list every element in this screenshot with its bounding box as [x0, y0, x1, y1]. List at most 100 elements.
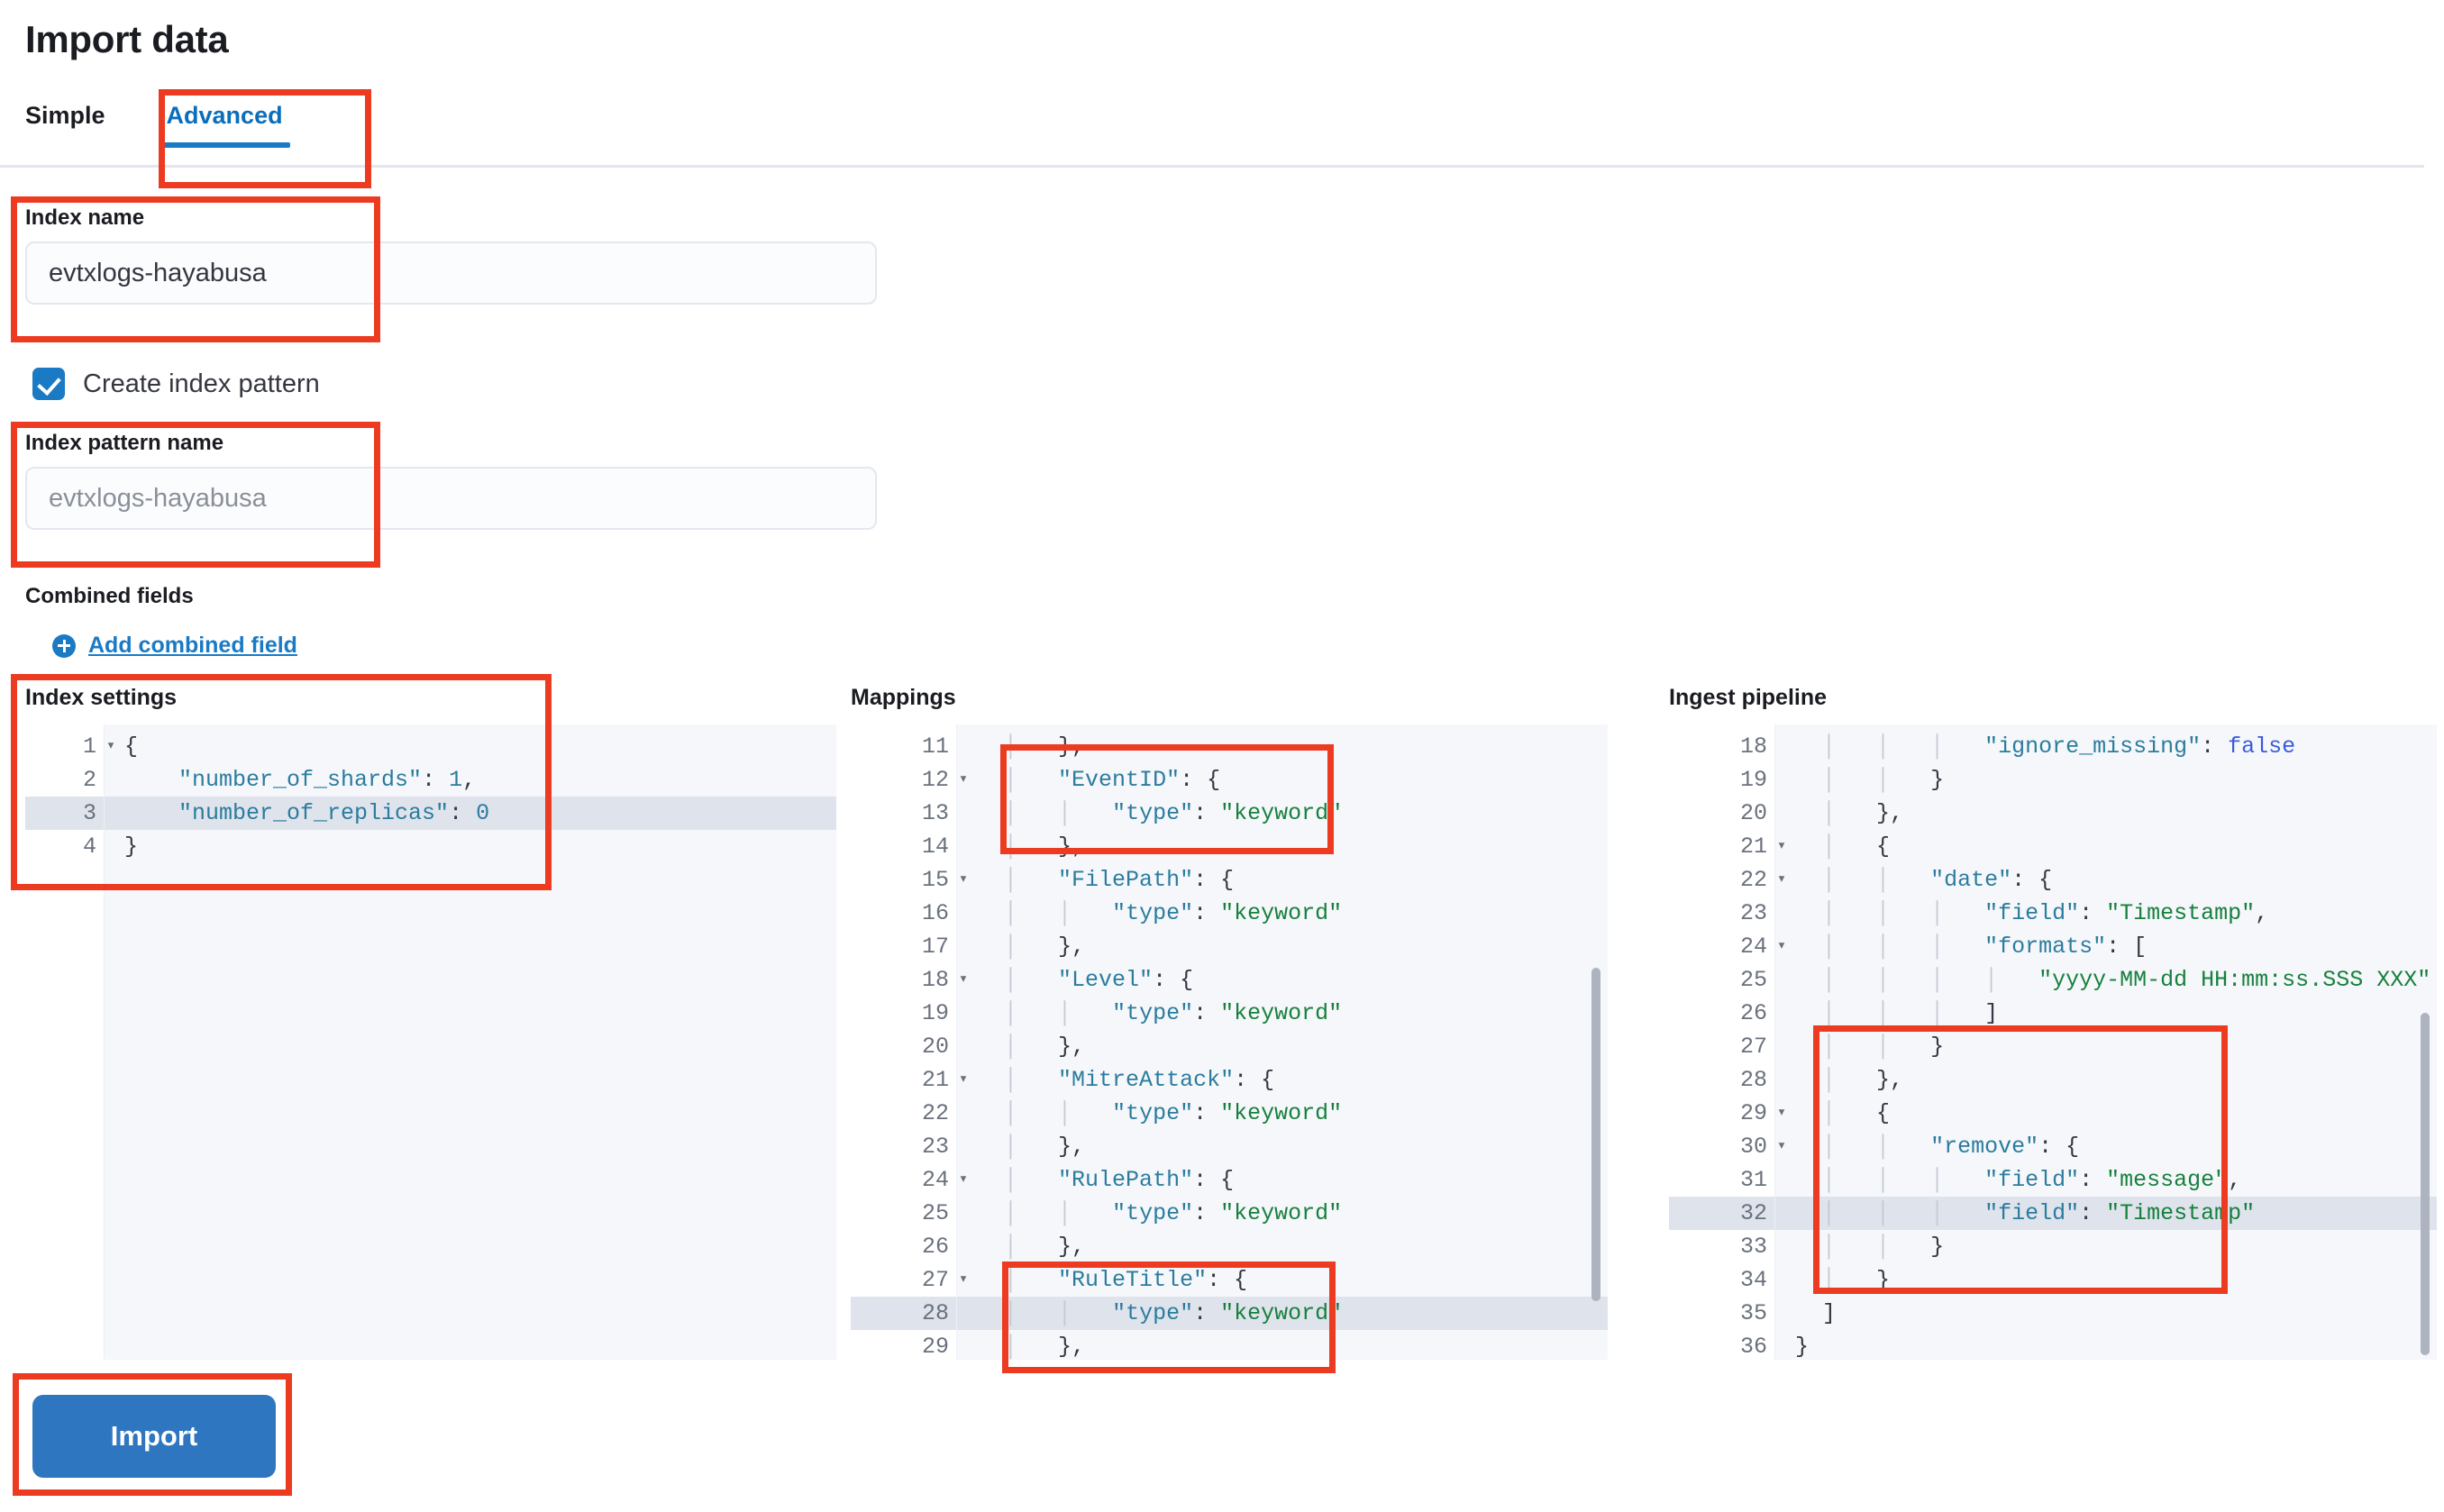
ingest-pipeline-scrollbar[interactable] [2421, 1013, 2430, 1355]
gutter-line-number: 17 [921, 934, 949, 960]
gutter-line-number: 20 [921, 1034, 949, 1060]
create-index-pattern-checkbox[interactable] [32, 368, 65, 400]
gutter-line-number: 18▾ [851, 963, 968, 997]
tab-simple[interactable]: Simple [25, 102, 105, 129]
gutter-line-number: 11 [921, 733, 949, 760]
create-index-pattern-row[interactable]: Create index pattern [32, 368, 320, 400]
active-line-gutter-highlight [851, 1297, 956, 1330]
combined-fields-label: Combined fields [25, 584, 194, 608]
code-line: │ │ │ "field": "Timestamp" [1822, 1200, 2256, 1226]
code-line: │ { [1822, 1100, 1891, 1126]
code-line: │ }, [1004, 1134, 1086, 1160]
code-line: │ "FilePath": { [1004, 867, 1235, 893]
gutter-line-number: 20 [1739, 800, 1767, 826]
gutter-line-number: 18 [1739, 733, 1767, 760]
gutter-line-number: 14 [921, 833, 949, 860]
add-combined-field-button[interactable]: Add combined field [52, 633, 297, 659]
gutter-line-number: 36 [1739, 1334, 1767, 1360]
gutter-line-number: 21▾ [1669, 830, 1786, 863]
code-line: ] [1795, 1300, 1837, 1326]
mappings-code[interactable]: │ }, │ "EventID": { │ │ "type": "keyword… [957, 724, 1608, 1360]
index-pattern-name-input[interactable] [25, 467, 877, 530]
create-index-pattern-label: Create index pattern [83, 369, 320, 398]
fold-arrow-icon[interactable]: ▾ [1776, 1138, 1787, 1155]
code-line: │ │ "type": "keyword" [1004, 1000, 1343, 1026]
gutter-line-number: 12▾ [851, 763, 968, 797]
index-name-label: Index name [25, 205, 145, 230]
code-line: │ }, [1004, 1034, 1086, 1060]
code-line: │ }, [1004, 1234, 1086, 1260]
fold-arrow-icon[interactable]: ▾ [958, 971, 969, 988]
gutter-line-number: 34 [1739, 1267, 1767, 1293]
code-line: │ │ │ "formats": [ [1822, 934, 2148, 960]
code-line: { [124, 733, 139, 760]
mappings-scrollbar[interactable] [1591, 968, 1600, 1301]
fold-arrow-icon[interactable]: ▾ [958, 871, 969, 888]
code-line: } [124, 833, 139, 860]
fold-arrow-icon[interactable]: ▾ [1776, 871, 1787, 888]
code-line: │ │ "type": "keyword" [1004, 900, 1343, 926]
add-combined-field-label: Add combined field [88, 633, 297, 658]
code-line: │ │ } [1822, 1034, 1945, 1060]
index-name-input[interactable] [25, 241, 877, 305]
fold-arrow-icon[interactable]: ▾ [958, 1271, 969, 1289]
code-line: } [1795, 1334, 1810, 1360]
fold-arrow-icon[interactable]: ▾ [105, 738, 116, 755]
gutter-line-number: 23 [921, 1134, 949, 1160]
fold-arrow-icon[interactable]: ▾ [958, 1171, 969, 1189]
code-line: │ │ │ ] [1822, 1000, 1999, 1026]
gutter-line-number: 27 [1739, 1034, 1767, 1060]
gutter-line-number: 27▾ [851, 1263, 968, 1297]
code-line: │ "Level": { [1004, 967, 1194, 993]
gutter-line-number: 31 [1739, 1167, 1767, 1193]
gutter-line-number: 33 [1739, 1234, 1767, 1260]
gutter-line-number: 29 [921, 1334, 949, 1360]
gutter-line-number: 13 [921, 800, 949, 826]
tab-bar: Simple Advanced [25, 95, 315, 148]
gutter-line-number: 16 [921, 900, 949, 926]
import-button[interactable]: Import [32, 1395, 276, 1478]
gutter-line-number: 21▾ [851, 1063, 968, 1097]
fold-arrow-icon[interactable]: ▾ [1776, 938, 1787, 955]
code-line: │ │ │ │ "yyyy-MM-dd HH:mm:ss.SSS XXX" [1822, 967, 2431, 993]
active-line-highlight [1775, 1197, 2437, 1230]
index-settings-code[interactable]: { "number_of_shards": 1, "number_of_repl… [105, 724, 836, 1360]
code-line: │ "RulePath": { [1004, 1167, 1235, 1193]
mappings-title: Mappings [851, 685, 956, 710]
fold-arrow-icon[interactable]: ▾ [958, 771, 969, 788]
tab-divider [0, 165, 2424, 168]
gutter-line-number: 25 [921, 1200, 949, 1226]
ingest-pipeline-title: Ingest pipeline [1669, 685, 1828, 710]
gutter-line-number: 26 [1739, 1000, 1767, 1026]
code-line: │ }, [1004, 934, 1086, 960]
code-line: │ │ } [1822, 1234, 1945, 1260]
gutter-line-number: 26 [921, 1234, 949, 1260]
gutter-line-number: 3 [82, 800, 96, 826]
code-line: │ "RuleTitle": { [1004, 1267, 1248, 1293]
tab-advanced[interactable]: Advanced [134, 95, 315, 148]
index-pattern-name-label: Index pattern name [25, 431, 224, 455]
code-line: "number_of_replicas": 0 [178, 800, 490, 826]
gutter-line-number: 22▾ [1669, 863, 1786, 897]
fold-arrow-icon[interactable]: ▾ [1776, 838, 1787, 855]
fold-arrow-icon[interactable]: ▾ [1776, 1105, 1787, 1122]
code-line: │ }, [1822, 1067, 1904, 1093]
code-line: │ }, [1004, 1334, 1086, 1360]
ingest-pipeline-code[interactable]: │ │ │ "ignore_missing": false │ │ } │ },… [1775, 724, 2437, 1360]
active-line-highlight [105, 797, 836, 830]
gutter-line-number: 1▾ [25, 730, 115, 763]
code-line: │ │ "remove": { [1822, 1134, 2080, 1160]
gutter-line-number: 4 [82, 833, 96, 860]
gutter-line-number: 23 [1739, 900, 1767, 926]
gutter-line-number: 35 [1739, 1300, 1767, 1326]
fold-arrow-icon[interactable]: ▾ [958, 1071, 969, 1088]
gutter-line-number: 32 [1739, 1200, 1767, 1226]
